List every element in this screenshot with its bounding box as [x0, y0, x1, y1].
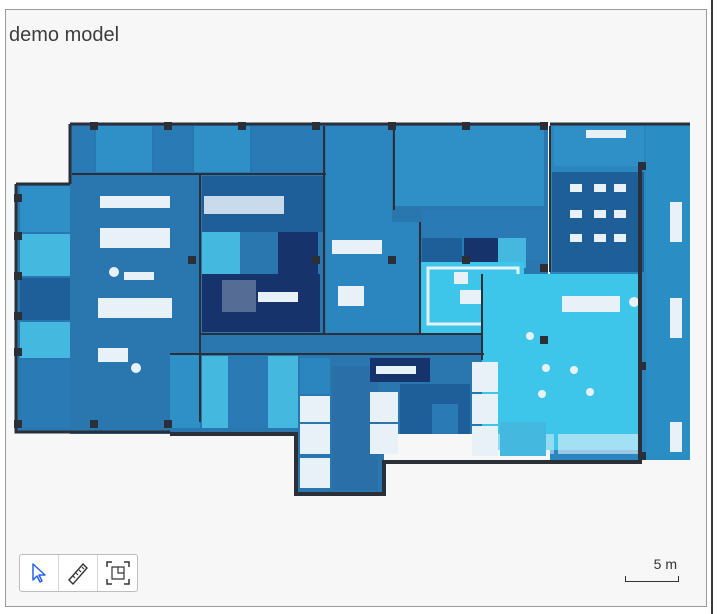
central-rooms[interactable]	[202, 176, 324, 332]
left-rooms[interactable]	[20, 186, 70, 428]
ruler-icon	[68, 562, 88, 586]
floor-plan[interactable]	[14, 122, 694, 500]
structural-columns	[14, 122, 646, 460]
open-office-west[interactable]	[72, 176, 200, 428]
north-east-room[interactable]	[552, 172, 644, 272]
scale-bar	[625, 576, 679, 582]
lounge-east[interactable]	[482, 274, 642, 454]
scale-label: 5 m	[653, 556, 677, 572]
window-edge	[711, 0, 713, 614]
top-meeting-rooms[interactable]	[72, 126, 544, 222]
fit-view-tool-button[interactable]	[98, 555, 137, 591]
south-corridor[interactable]	[170, 334, 546, 490]
model-title: demo model	[9, 24, 120, 46]
scale-indicator: 5 m	[623, 556, 683, 586]
cursor-icon	[32, 563, 46, 583]
select-tool-button[interactable]	[20, 555, 59, 591]
frame-icon	[105, 561, 130, 585]
measure-tool-button[interactable]	[59, 555, 98, 591]
east-strip	[554, 124, 690, 460]
viewer-toolbar	[19, 554, 138, 592]
